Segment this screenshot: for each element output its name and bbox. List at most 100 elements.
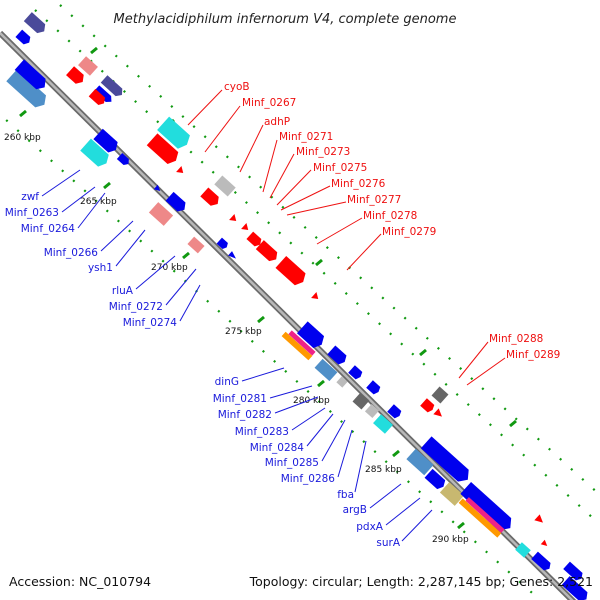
gene-cyan-4 [515,542,531,558]
gene-magenta-2 [465,497,505,533]
gene-label: surA [376,537,400,549]
gene-label: Minf_0277 [347,194,401,206]
lower-labels: zwf Minf_0263 Minf_0264 Minf_0266 ysh1 r… [5,191,401,549]
gene-red-small-2 [229,214,237,222]
gene-label: Minf_0273 [296,146,350,158]
gene-label: Minf_0289 [506,349,560,361]
scale-label: 280 kbp [293,396,330,406]
gene-label: Minf_0283 [235,426,289,438]
topology-text: Topology: circular; Length: 2,287,145 bp… [249,574,593,589]
gene-label: Minf_0263 [5,207,59,219]
gene-cyan-1 [157,116,190,149]
gene-label: fba [337,489,354,501]
upper-labels: cyoB Minf_0267 adhP Minf_0271 Minf_0273 … [224,81,560,361]
gene-olive-1 [439,482,465,506]
scale-label: 270 kbp [151,263,188,273]
gene-blue-15 [563,561,583,581]
scale-label: 285 kbp [365,465,402,475]
gene-pink-3 [187,236,205,254]
gene-blue-8 [348,365,363,380]
gene-red-1 [66,66,84,84]
gene-blue-top [15,29,31,45]
gene-darkgrey-2 [431,386,449,404]
gene-label: Minf_0274 [123,317,178,329]
gene-cyan-3 [373,414,393,434]
gene-cyan-2 [80,138,109,167]
gene-label: Minf_0266 [44,247,99,259]
gene-red-5 [246,231,262,247]
gene-label: ysh1 [88,262,113,274]
gene-label: zwf [21,191,39,203]
gene-label: Minf_0275 [313,162,367,174]
gene-label: Minf_0282 [218,409,272,421]
gene-grey-3 [364,403,380,419]
gene-blue-5 [216,237,228,249]
gene-label: pdxA [356,521,384,533]
gene-red-small-3 [241,223,249,231]
gene-label: Minf_0281 [213,393,267,405]
gene-label: Minf_0285 [265,457,319,469]
gene-blue-9 [366,380,381,395]
gene-label: Minf_0279 [382,226,436,238]
gene-label: Minf_0286 [281,473,336,485]
gene-label: Minf_0267 [242,97,296,109]
gene-steelblue-2 [314,358,338,382]
gene-label: rluA [112,285,134,297]
scale-label: 290 kbp [432,535,469,545]
upper-leaders [187,89,506,386]
gene-blue-1 [14,59,46,90]
gene-label: Minf_0284 [250,442,305,454]
gene-label: cyoB [224,81,250,93]
gene-indigo-top [23,12,46,34]
gene-red-2 [88,88,106,106]
gene-blue-11 [420,436,469,482]
track-guides [0,4,600,600]
gene-grey-2 [336,376,348,388]
gene-steelblue-1 [6,69,46,108]
scale-label: 260 kbp [4,133,41,143]
gene-blue-6 [296,321,325,348]
lower-leaders [41,169,433,542]
gene-blue-10 [387,404,402,419]
gene-label: Minf_0264 [21,223,76,235]
gene-blue-small-3 [228,251,236,259]
gene-blue-14 [531,551,551,571]
gene-blue-small-2 [153,184,161,192]
genome-title: Methylacidiphilum infernorum V4, complet… [114,12,457,27]
gene-label: Minf_0278 [363,210,417,222]
gene-blue-3 [93,128,118,153]
gene-red-8 [420,398,435,413]
gene-blue-12 [424,468,446,490]
gene-red-4 [200,187,219,206]
gene-blue-small-1 [116,153,129,165]
accession-text: Accession: NC_010794 [9,574,151,589]
gene-blue-7 [327,345,347,365]
gene-blue-16 [561,576,588,600]
gene-indigo-2 [100,75,123,97]
gene-orange-1 [281,331,313,361]
gene-label: Minf_0276 [331,178,386,190]
gene-label: argB [343,504,367,516]
gene-red-small-7 [540,539,548,547]
gene-magenta-1 [288,330,316,356]
gene-label: Minf_0288 [489,333,543,345]
gene-label: Minf_0271 [279,131,333,143]
gene-blue-2 [93,85,112,102]
gene-orange-2 [458,498,502,538]
gene-pink-1 [78,56,98,76]
gene-red-small-6 [534,514,543,523]
scale-label: 275 kbp [225,327,262,337]
genes [6,12,588,600]
gene-red-small-5 [433,408,442,417]
gene-label: dinG [215,376,239,388]
gene-label: Minf_0272 [109,301,163,313]
gene-grey-1 [214,175,236,197]
gene-red-7 [275,256,306,286]
gene-pink-2 [148,202,174,226]
gene-blue-4 [165,191,186,212]
gene-red-6 [255,240,278,262]
gene-blue-13 [460,481,512,531]
gene-red-small-1 [176,166,184,174]
gene-darkgrey-1 [352,392,370,410]
